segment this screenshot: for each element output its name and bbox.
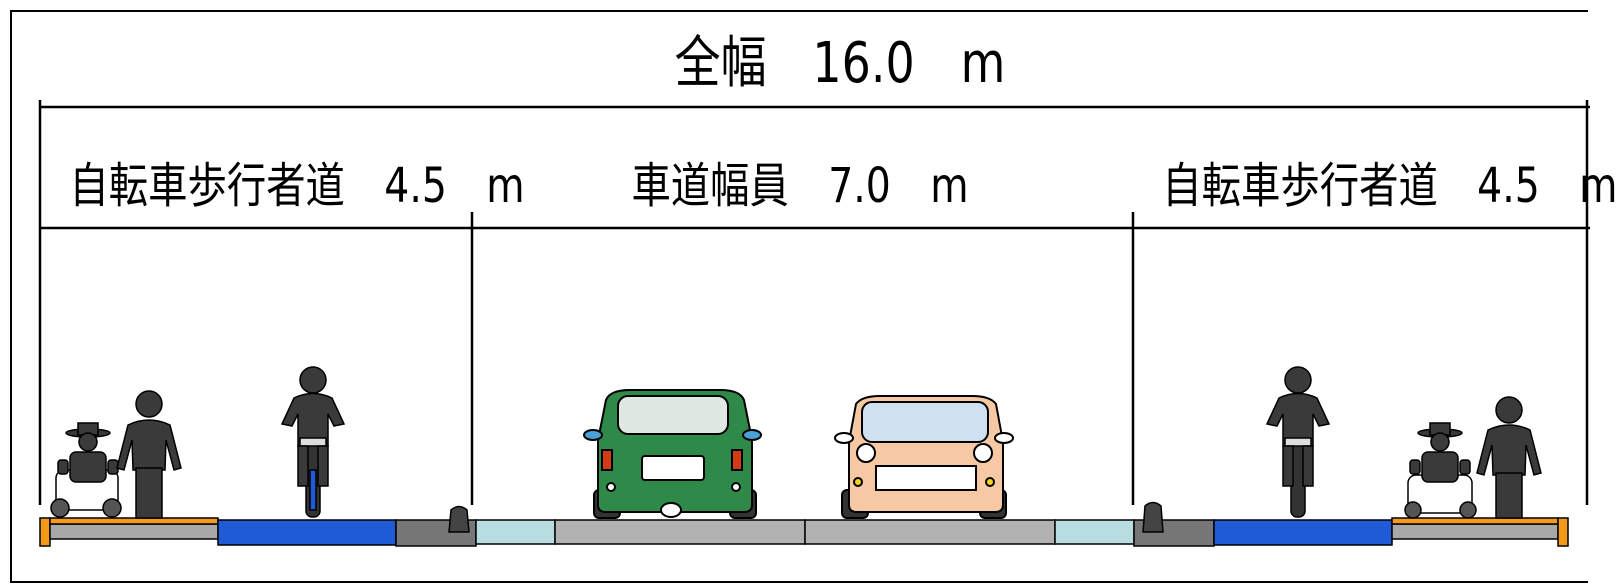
total-width-label: 全幅 16.0 m	[674, 31, 1006, 96]
green-car-rear-icon	[583, 389, 762, 519]
dimension-lines	[38, 100, 1590, 505]
left-shoulder	[475, 519, 556, 545]
cyclist-icon	[280, 366, 346, 518]
pedestrian-icon	[1476, 396, 1542, 519]
right-edge-marker	[1557, 517, 1569, 547]
left-sidewalk-edge	[49, 517, 219, 525]
carriageway-width-label: 車道幅員 7.0 m	[631, 158, 969, 214]
right-sidewalk	[1391, 523, 1559, 540]
right-walkway-width-label: 自転車歩行者道 4.5 m	[1162, 158, 1618, 214]
right-bike-lane	[1213, 519, 1393, 546]
left-bike-lane	[217, 519, 397, 546]
right-shoulder	[1054, 519, 1135, 545]
left-sidewalk	[49, 523, 219, 540]
wheelchair-user-icon	[50, 422, 122, 518]
bollard-icon	[448, 505, 470, 533]
diagram-frame	[10, 10, 1588, 583]
left-edge-marker	[39, 517, 51, 547]
cyclist-icon	[1265, 366, 1331, 518]
pedestrian-icon	[116, 390, 182, 519]
peach-car-front-icon	[834, 395, 1014, 519]
bollard-icon	[1142, 501, 1164, 533]
right-sidewalk-edge	[1391, 517, 1559, 525]
road-lane-left	[554, 519, 806, 545]
pavement	[39, 517, 1569, 547]
wheelchair-user-icon	[1404, 422, 1477, 519]
road-lane-right	[804, 519, 1056, 545]
